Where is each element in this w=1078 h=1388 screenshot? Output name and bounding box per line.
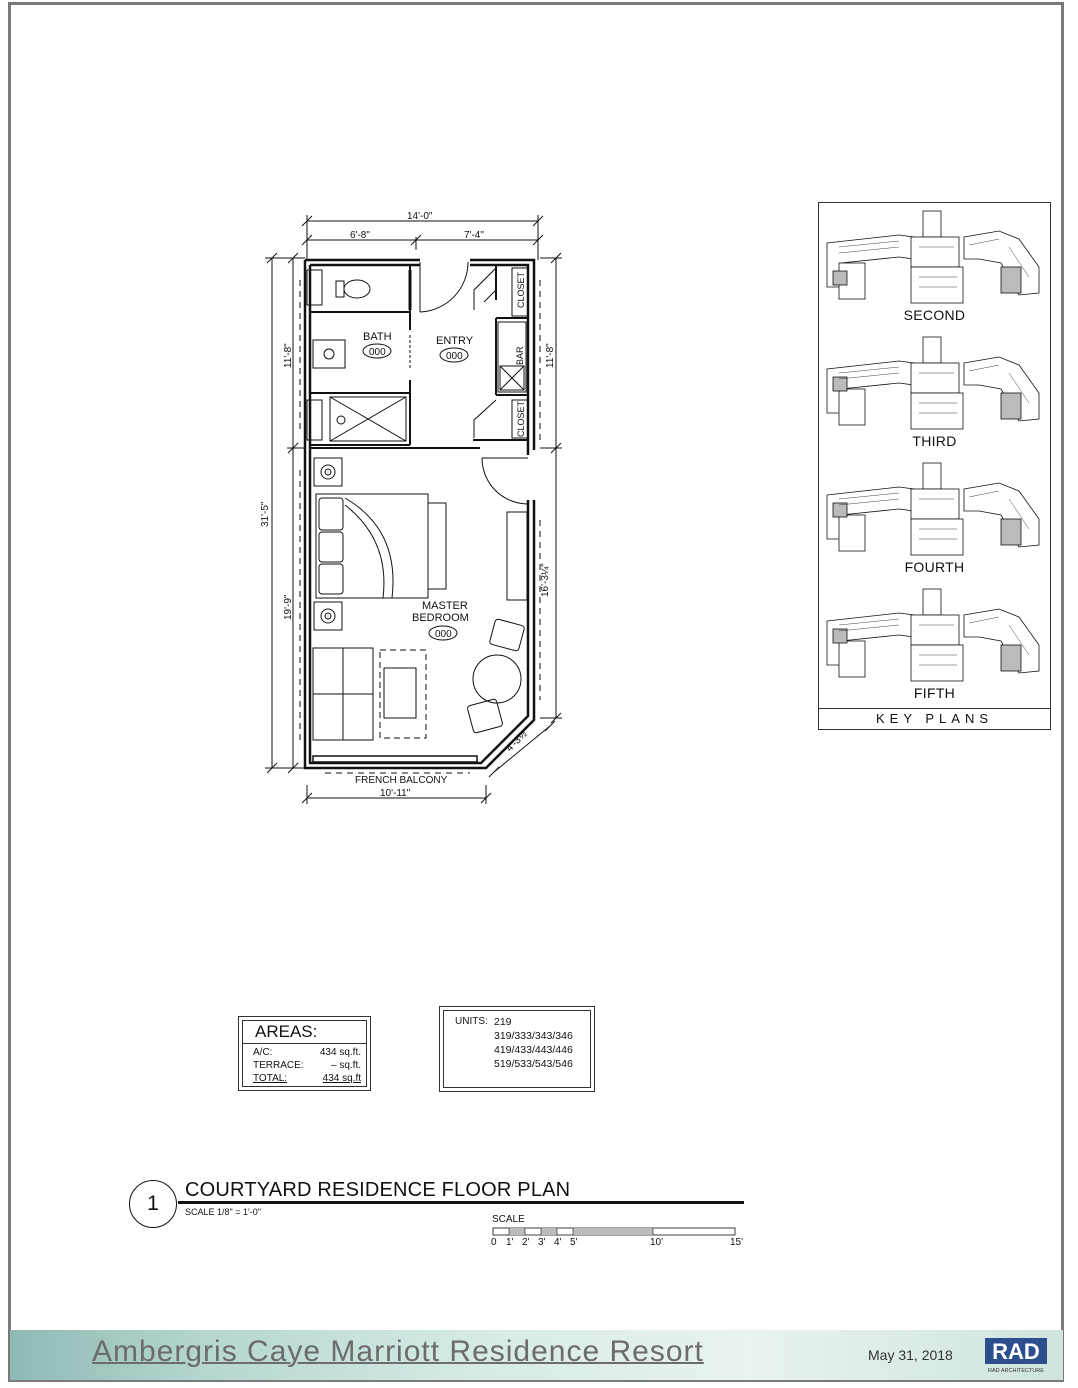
bedroom-tag: 000: [435, 629, 452, 640]
areas-row-value: 434 sq.ft.: [319, 1047, 361, 1058]
bath-label: BATH: [363, 331, 392, 343]
entry-tag: 000: [446, 351, 463, 362]
bedroom-label-2: BEDROOM: [412, 612, 469, 624]
dim-right-width: 7'-4": [464, 230, 484, 241]
key-plan-label: FOURTH: [904, 559, 965, 575]
balcony-label: FRENCH BALCONY: [355, 775, 448, 786]
sheet-date: May 31, 2018: [868, 1347, 953, 1363]
scale-tick: 2': [522, 1237, 530, 1248]
key-plan-diagram: [826, 210, 1040, 304]
scale-tick: 10': [650, 1237, 664, 1248]
project-title: Ambergris Caye Marriott Residence Resort: [92, 1335, 704, 1368]
scale-tick: 1': [506, 1237, 514, 1248]
areas-row-value: – sq.ft.: [330, 1060, 361, 1071]
scale-tick: 3': [538, 1237, 546, 1248]
dim-left-width: 6'-8": [350, 230, 370, 241]
title-underline: [178, 1201, 744, 1204]
units-table: UNITS: 219 319/333/343/346 419/433/443/4…: [439, 1006, 595, 1092]
closet-label-1: CLOSET: [516, 271, 526, 308]
units-line: 219: [494, 1016, 512, 1028]
dim-right-upper: 11'-8": [545, 343, 556, 368]
key-plan-second: SECOND: [819, 207, 1050, 331]
key-plans-title: KEY PLANS: [819, 708, 1050, 729]
scale-bar: [492, 1227, 736, 1236]
scale-tick: 15': [730, 1237, 744, 1248]
bedroom-label-1: MASTER: [422, 600, 468, 612]
dim-overall-width: 14'-0": [407, 211, 433, 222]
scale-tick: 0: [491, 1237, 497, 1248]
key-plan-fifth: FIFTH: [819, 585, 1050, 709]
key-plan-third: THIRD: [819, 333, 1050, 457]
drawing-number: 1: [129, 1180, 177, 1228]
scale-bar-label: SCALE: [492, 1214, 525, 1225]
key-plan-diagram: [826, 462, 1040, 556]
key-plan-fourth: FOURTH: [819, 459, 1050, 583]
key-plans-panel: SECOND THIRD: [818, 202, 1051, 730]
svg-text:RAD: RAD: [992, 1339, 1040, 1364]
key-plan-label: SECOND: [903, 307, 966, 323]
areas-table: AREAS: A/C: 434 sq.ft. TERRACE: – sq.ft.…: [238, 1016, 371, 1091]
key-plan-label: THIRD: [912, 433, 957, 449]
units-frame: UNITS: 219 319/333/343/346 419/433/443/4…: [443, 1010, 591, 1088]
dim-overall-height: 31'-5": [260, 501, 271, 527]
areas-row-label: A/C:: [253, 1047, 273, 1058]
dim-right-lower: 16'-3¼": [539, 563, 551, 597]
key-plan-diagram: [826, 336, 1040, 430]
dim-left-lower: 19'-9": [283, 594, 294, 620]
footer-banner: [10, 1330, 1063, 1380]
drawing-sheet: [8, 2, 1064, 1382]
scale-tick: 4': [554, 1237, 562, 1248]
dim-bottom: 10'-11": [380, 788, 411, 799]
key-plan-label: FIFTH: [913, 685, 956, 701]
rad-architecture-logo: RAD RAD ARCHITECTURE: [985, 1338, 1047, 1374]
closet-label-2: CLOSET: [516, 400, 526, 437]
areas-row-label: TOTAL:: [253, 1073, 288, 1084]
areas-title: AREAS:: [255, 1022, 318, 1041]
units-line: 319/333/343/346: [494, 1030, 573, 1042]
entry-label: ENTRY: [436, 335, 474, 347]
areas-divider: [243, 1043, 366, 1044]
units-label: UNITS:: [455, 1016, 488, 1027]
key-plan-diagram: [826, 588, 1040, 682]
areas-frame: AREAS: A/C: 434 sq.ft. TERRACE: – sq.ft.…: [242, 1020, 367, 1087]
dim-angled: 4'-3½": [504, 726, 532, 754]
bar-label: BAR: [515, 346, 525, 365]
areas-row-value: 434 sq.ft: [322, 1073, 361, 1084]
areas-row-label: TERRACE:: [253, 1060, 304, 1071]
drawing-title: COURTYARD RESIDENCE FLOOR PLAN: [185, 1179, 571, 1201]
logo-text: RAD ARCHITECTURE: [988, 1368, 1044, 1374]
bath-tag: 000: [369, 347, 386, 358]
units-line: 419/433/443/446: [494, 1044, 573, 1056]
scale-note: SCALE 1/8" = 1'-0": [185, 1207, 261, 1217]
units-line: 519/533/543/546: [494, 1058, 573, 1070]
dim-left-upper: 11'-8": [283, 343, 294, 368]
scale-tick: 5': [570, 1237, 578, 1248]
